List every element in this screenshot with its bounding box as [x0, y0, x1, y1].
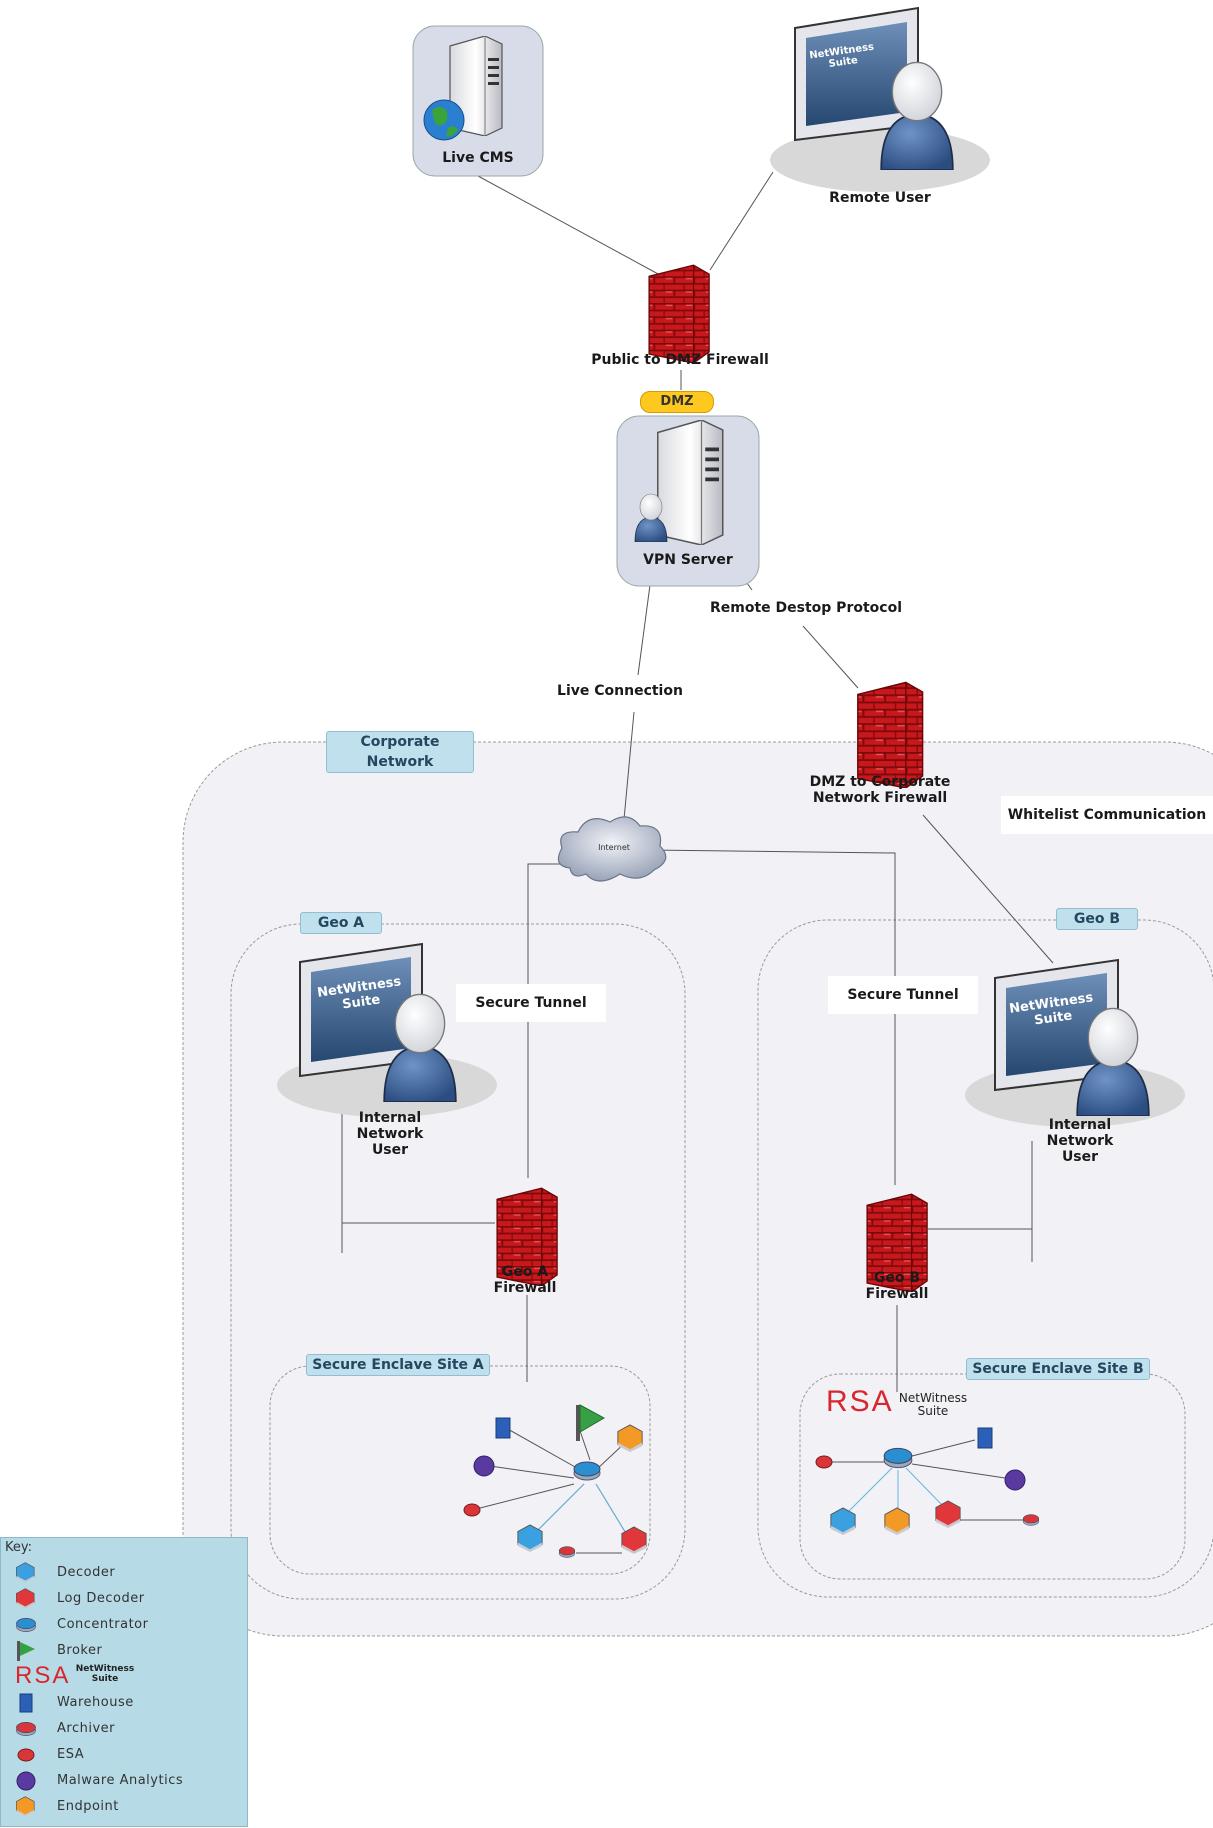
legend-item-endpoint: Endpoint [15, 1796, 243, 1818]
vpn-server-label: VPN Server [643, 552, 733, 568]
malware-analytics-icon [16, 1771, 36, 1791]
legend-item-concentrator: Concentrator [15, 1614, 243, 1636]
edge-remote-user-firewall [709, 171, 774, 271]
secure-tunnel-b-note: Secure Tunnel [828, 976, 978, 1014]
enclave-a-tag: Secure Enclave Site A [306, 1354, 490, 1376]
enclave-b-decoder-icon [830, 1507, 856, 1535]
enclave-b-links [830, 1439, 1030, 1521]
concentrator-icon [16, 1618, 36, 1632]
geo-a-monitor-icon [299, 942, 423, 1078]
log-decoder-icon [16, 1588, 35, 1609]
whitelist-communication-note: Whitelist Communication [1001, 796, 1213, 834]
edge-vpn-live [637, 584, 651, 676]
public-dmz-firewall-label: Public to DMZ Firewall [591, 352, 769, 368]
remote-user-label: Remote User [829, 190, 931, 206]
edge-rdp-dmz-firewall [802, 625, 859, 689]
enclave-b-warehouse-icon [977, 1427, 993, 1449]
enclave-a-endpoint-icon [617, 1424, 643, 1452]
edge-internet-geob-firewall [647, 849, 896, 1185]
secure-tunnel-a-note: Secure Tunnel [456, 984, 606, 1022]
enclave-b-archiver-icon [1022, 1514, 1040, 1526]
public-dmz-firewall-icon [648, 264, 710, 363]
enclave-b-malware-icon [1004, 1469, 1026, 1491]
legend-item-log-decoder: Log Decoder [15, 1588, 243, 1610]
enclave-b-log-decoder-icon [935, 1500, 961, 1528]
legend-item-warehouse: Warehouse [15, 1692, 243, 1714]
enclave-a-malware-icon [473, 1455, 495, 1477]
internet-label: Internet [598, 843, 630, 852]
legend-title: Key: [5, 1540, 33, 1555]
enclave-a-warehouse-icon [495, 1417, 511, 1439]
edge-dmz-firewall-geob-user [922, 814, 1054, 964]
esa-icon [17, 1748, 35, 1762]
enclave-b-tag: Secure Enclave Site B [966, 1358, 1150, 1380]
enclave-a-archiver-icon [558, 1546, 576, 1558]
enclave-b-endpoint-icon [884, 1507, 910, 1535]
connections [341, 171, 1054, 1392]
enclave-a-decoder-icon [517, 1524, 543, 1552]
legend-rsa-logo: RSA [15, 1662, 71, 1689]
rsa-logo-enclave-b: RSA [826, 1385, 894, 1418]
enclave-a-log-decoder-icon [621, 1526, 647, 1554]
legend-item-decoder: Decoder [15, 1562, 243, 1584]
legend-item-archiver: Archiver [15, 1718, 243, 1740]
archiver-icon [16, 1722, 36, 1736]
geo-a-tag: Geo A [300, 912, 382, 934]
legend-key: Key: Decoder Log Decoder Concentrator Br… [0, 1537, 248, 1827]
dmz-badge: DMZ [640, 391, 714, 413]
enclave-b-concentrator-icon [883, 1447, 913, 1469]
edge-internet-geoa-firewall [527, 863, 565, 1178]
enclave-b-esa-icon [815, 1455, 833, 1469]
corporate-network-tag: Corporate Network [326, 731, 474, 773]
decoder-icon [16, 1562, 35, 1583]
remote-desktop-label: Remote Destop Protocol [709, 600, 902, 616]
vpn-server-icon [656, 420, 724, 545]
enclave-a-broker-icon [576, 1404, 606, 1441]
geo-b-tag: Geo B [1056, 908, 1138, 930]
internet-cloud-icon [557, 816, 667, 882]
warehouse-icon [19, 1693, 33, 1713]
legend-item-esa: ESA [15, 1744, 243, 1766]
legend-item-broker: Broker [15, 1640, 243, 1662]
enclave-a-concentrator-icon [573, 1461, 601, 1481]
endpoint-icon [16, 1796, 35, 1817]
remote-user-monitor-icon [794, 6, 919, 142]
geo-b-monitor-icon [994, 958, 1119, 1092]
live-connection-label: Live Connection [557, 683, 683, 699]
edge-cms-firewall [477, 175, 661, 276]
legend-item-malware-analytics: Malware Analytics [15, 1770, 243, 1792]
dmz-corporate-firewall-icon [856, 681, 924, 788]
edge-live-internet [622, 711, 635, 831]
enclave-a-esa-icon [463, 1503, 481, 1517]
live-cms-label: Live CMS [442, 150, 514, 166]
broker-icon [17, 1641, 35, 1661]
